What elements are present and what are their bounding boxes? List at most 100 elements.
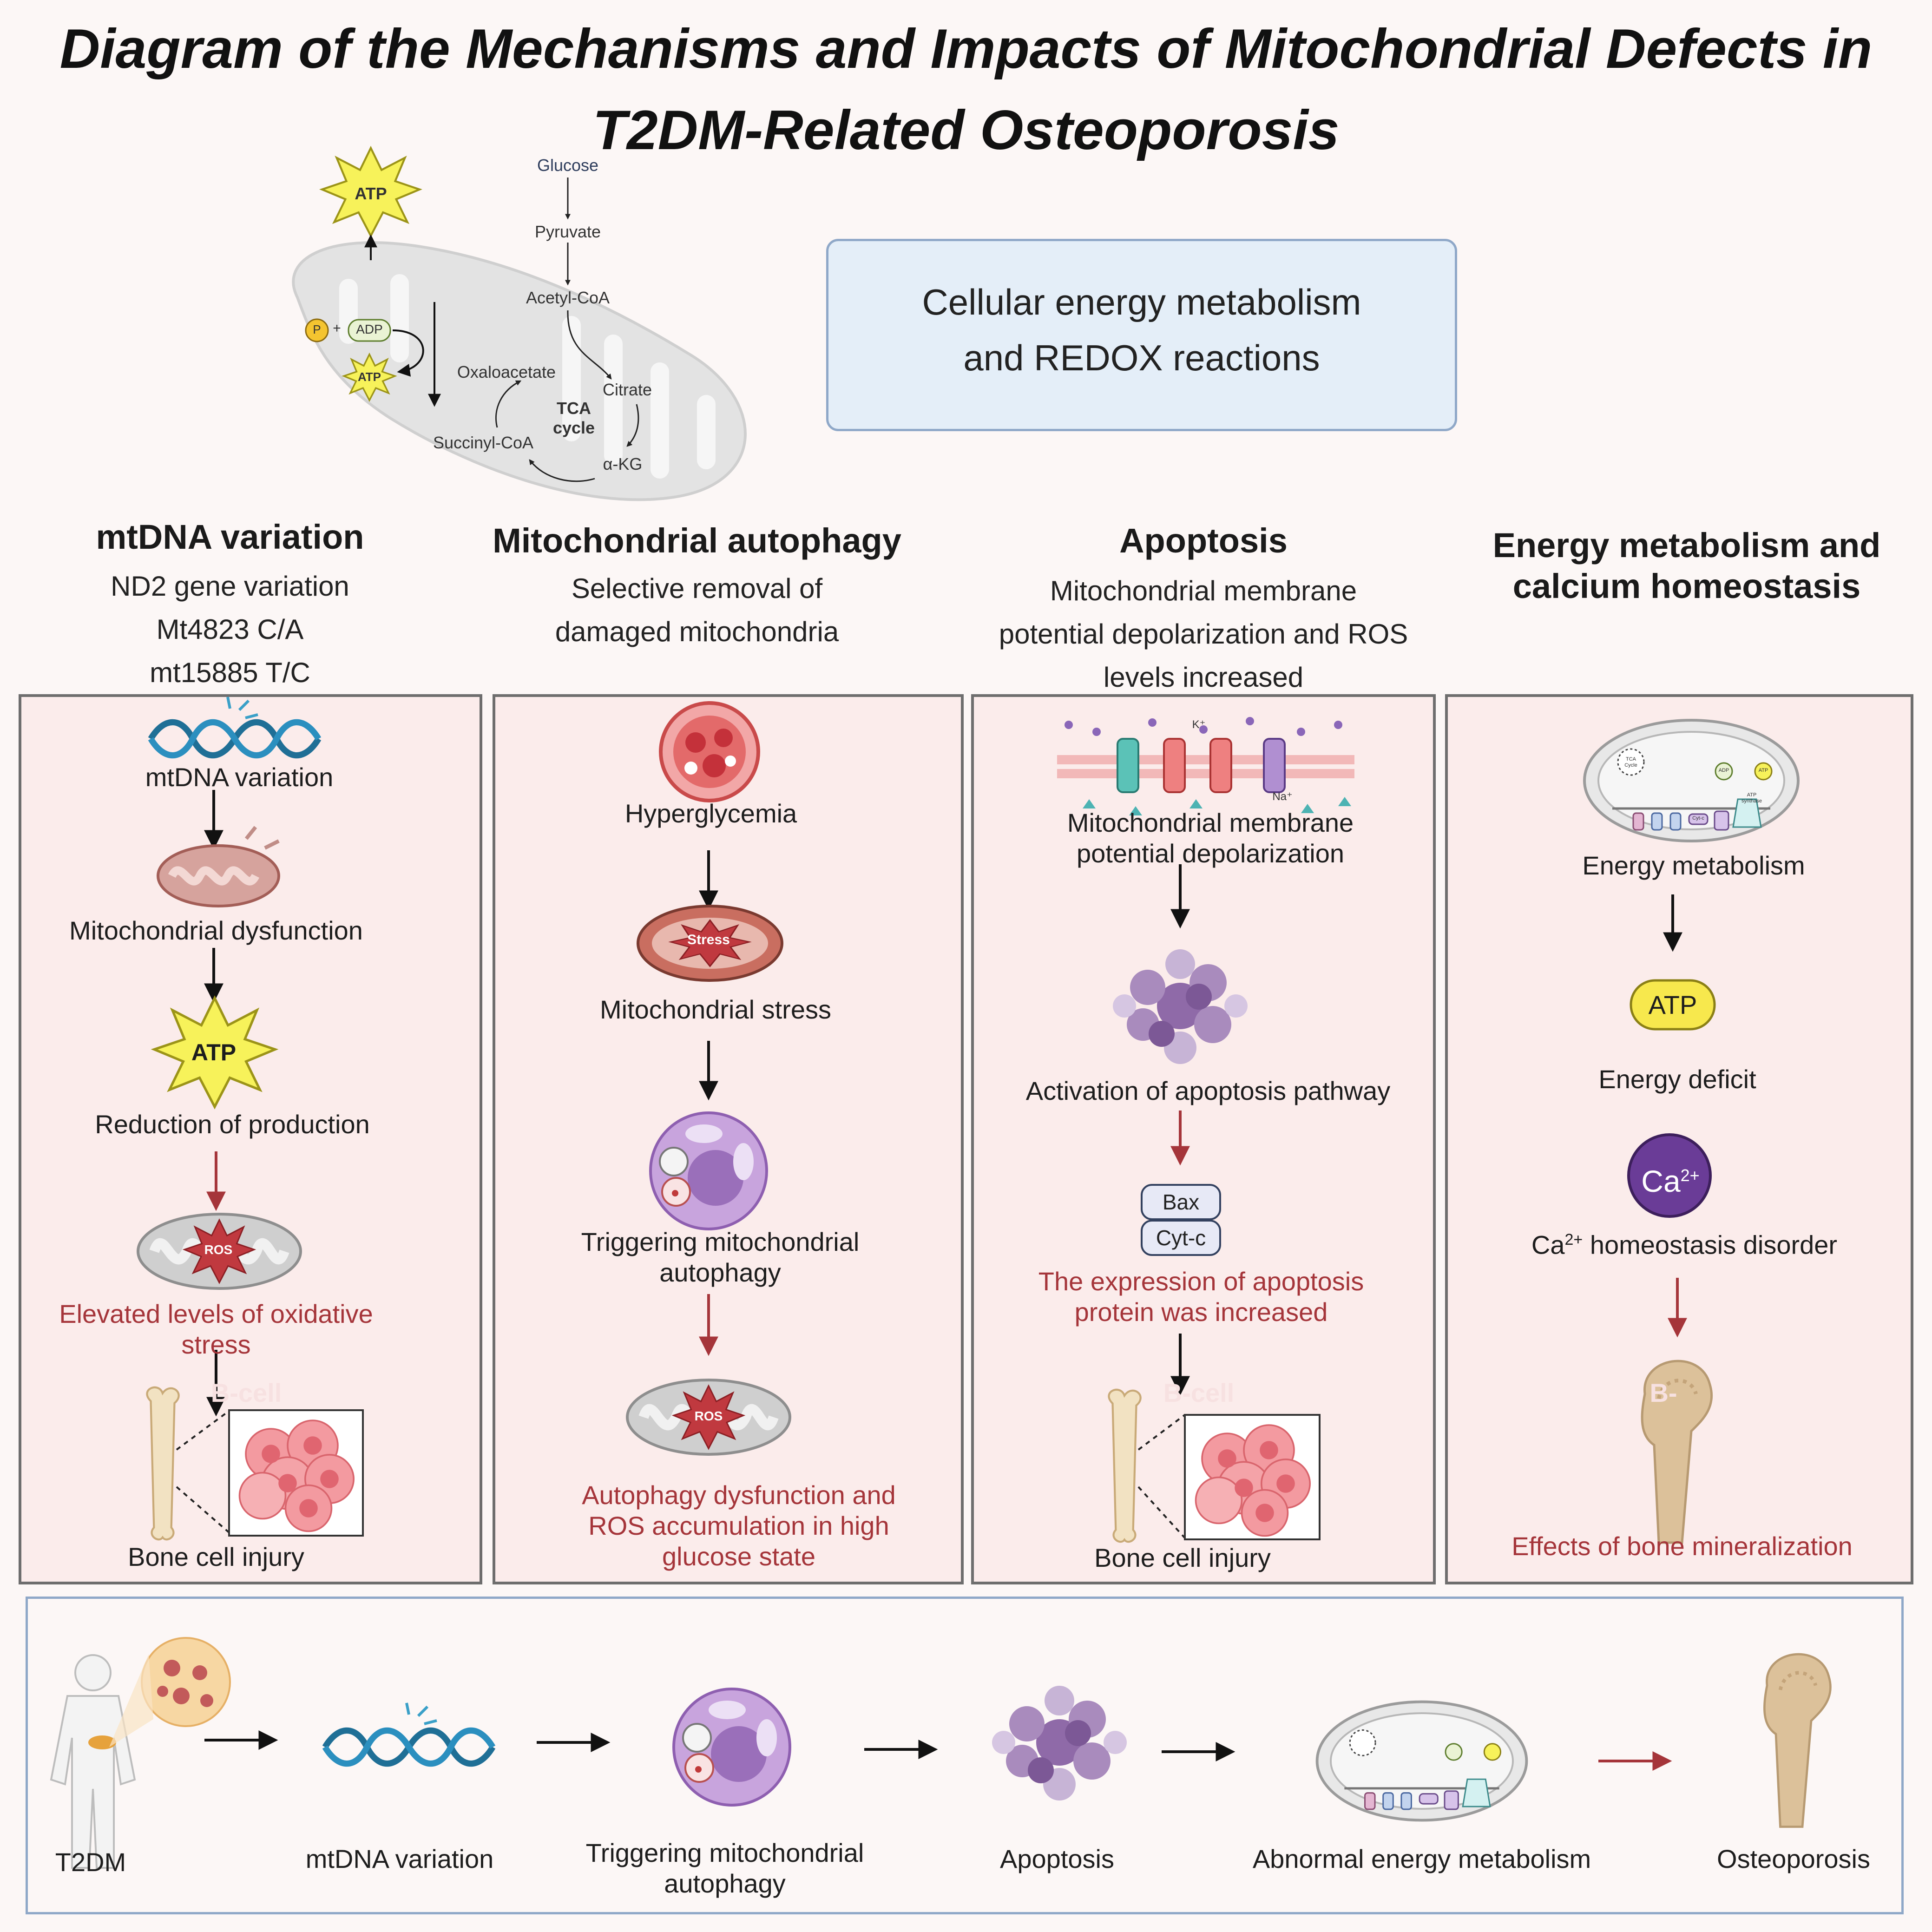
c4-calcium-symbol: Ca2+ (1629, 1157, 1712, 1200)
c1-ros-label: ROS (204, 1242, 233, 1257)
c4-cytc-label: Cyt-c (1692, 815, 1704, 821)
dna-icon (151, 722, 319, 755)
c3-bone-cell-injury: Bone cell injury (1094, 1543, 1271, 1572)
citrate-label: Citrate (602, 380, 652, 399)
autophagy-cell-icon (651, 1113, 767, 1229)
energy-mitochondrion-icon (1584, 720, 1798, 841)
col3-sub-line3: levels increased (1103, 662, 1304, 693)
atp-label-small: ATP (357, 370, 381, 384)
c2-triggering-line2: autophagy (659, 1258, 781, 1287)
col1-sub-line1: ND2 gene variation (111, 571, 349, 602)
c4-ca-homeo-charge: 2+ (1564, 1231, 1583, 1249)
c4-energy-deficit: Energy deficit (1598, 1065, 1756, 1094)
atp-label-top: ATP (355, 184, 387, 203)
c2-ros-label: ROS (694, 1409, 723, 1423)
c3-activation-apoptosis: Activation of apoptosis pathway (1025, 1076, 1391, 1105)
c2-hyperglycemia: Hyperglycemia (624, 799, 797, 828)
tca-label: TCA (557, 399, 591, 418)
c3-membrane-depolarization: Mitochondrial membrane potential depolar… (1004, 808, 1417, 869)
dna-spark-icon (226, 697, 258, 719)
flow-osteoporosis: Osteoporosis (1717, 1844, 1870, 1873)
succinyl-coa-label: Succinyl-CoA (433, 433, 534, 452)
c3-membrane-line2: potential depolarization (1077, 839, 1344, 868)
c2-stress-label: Stress (687, 932, 730, 947)
c3-protein-line2: protein was increased (1074, 1297, 1328, 1327)
c1-bcell-label: B-cell (210, 1378, 282, 1407)
col3-sub-line2: potential depolarization and ROS (999, 618, 1408, 650)
c2-dysfunction-line3: glucose state (662, 1542, 815, 1571)
col2-sub-line1: Selective removal of (571, 573, 823, 604)
flow-t2dm: T2DM (55, 1847, 126, 1877)
c1-reduction: Reduction of production (95, 1110, 370, 1139)
redox-line1: Cellular energy metabolism (922, 282, 1361, 322)
zoom-lines-2 (1137, 1414, 1186, 1539)
autophagy-cell-icon-bottom (674, 1689, 790, 1805)
phosphate-label: P (313, 322, 321, 336)
akg-label: α-KG (603, 454, 643, 473)
c4-ca-homeo-text: homeostasis disorder (1583, 1230, 1838, 1260)
tca-arrow-citrate (626, 404, 639, 447)
glucose-label: Glucose (537, 156, 599, 175)
c4-ca-text: Ca (1641, 1164, 1681, 1198)
c3-bax-badge: Bax (1141, 1184, 1221, 1220)
col1-sub-line2: Mt4823 C/A (156, 614, 304, 645)
tca-arrow-akg (529, 459, 595, 482)
c2-autophagy-dysfunction: Autophagy dysfunction and ROS accumulati… (534, 1480, 943, 1572)
plus-sign: + (333, 321, 341, 336)
c4-bone-mineralization: Effects of bone mineralization (1511, 1531, 1853, 1561)
zoom-cone (109, 1654, 153, 1747)
c1-oxidative-stress: Elevated levels of oxidative stress (42, 1299, 390, 1360)
summary-flow-box (26, 1597, 1904, 1914)
c4-adp-label: ADP (1718, 768, 1729, 773)
human-body-icon (50, 1654, 136, 1869)
c4-atp-label-small: ATP (1758, 768, 1768, 773)
flow-autophagy-line2: autophagy (664, 1869, 786, 1898)
apoptotic-cell-icon (1113, 949, 1248, 1064)
col3-subtext: Mitochondrial membrane potential depolar… (948, 569, 1459, 699)
adp-to-atp-arrow (392, 329, 424, 377)
dna-spark-icon-bottom (405, 1702, 437, 1725)
c3-apoptosis-protein: The expression of apoptosis protein was … (990, 1266, 1413, 1327)
cycle-label: cycle (552, 418, 595, 437)
c4-atp-pill-label: ATP (1648, 990, 1697, 1019)
apoptotic-cell-icon-bottom (992, 1686, 1127, 1801)
col1-subtext: ND2 gene variation Mt4823 C/A mt15885 T/… (19, 565, 441, 694)
flow-autophagy: Triggering mitochondrial autophagy (558, 1838, 892, 1899)
dna-icon-bottom (325, 1730, 493, 1763)
col1-heading: mtDNA variation (96, 518, 364, 556)
stressed-mitochondrion-icon (637, 905, 783, 982)
c1-atp-label: ATP (191, 1039, 237, 1065)
c3-bcell-label: B-cell (1163, 1378, 1235, 1407)
c4-energy-metabolism: Energy metabolism (1582, 851, 1805, 880)
c2-dysfunction-line2: ROS accumulation in high (588, 1511, 889, 1540)
col4-heading: Energy metabolism and calcium homeostasi… (1450, 525, 1924, 607)
c3-potassium-label: K⁺ (1192, 718, 1206, 731)
diagram-title: Diagram of the Mechanisms and Impacts of… (59, 18, 1873, 80)
c4-atp-synthase-label: ATP synthase (1741, 792, 1762, 804)
flow-autophagy-line1: Triggering mitochondrial (585, 1838, 864, 1867)
phosphate-icon (305, 318, 329, 342)
atp-pill-icon (1630, 979, 1716, 1031)
flow-apoptosis: Apoptosis (1000, 1844, 1114, 1873)
c4-ca-homeostasis: Ca2+ homeostasis disorder (1478, 1224, 1891, 1261)
c2-mito-stress: Mitochondrial stress (600, 995, 831, 1024)
col4-heading-line1: Energy metabolism and (1492, 526, 1881, 565)
redox-text: Cellular energy metabolism and REDOX rea… (826, 274, 1457, 386)
c1-mtdna-variation: mtDNA variation (145, 762, 334, 792)
c2-triggering: Triggering mitochondrial autophagy (534, 1227, 906, 1288)
c4-b-label: B- (1649, 1378, 1677, 1407)
acetyl-coa-label: Acetyl-CoA (526, 288, 610, 307)
energy-mitochondrion-icon-bottom (1317, 1702, 1527, 1820)
c3-sodium-label: Na⁺ (1272, 790, 1293, 803)
c2-dysfunction-line1: Autophagy dysfunction and (582, 1480, 896, 1510)
bone-icon-2 (1109, 1390, 1140, 1542)
oxaloacetate-label: Oxaloacetate (457, 362, 556, 381)
col2-subtext: Selective removal of damaged mitochondri… (465, 567, 929, 653)
col3-sub-line1: Mitochondrial membrane (1050, 575, 1357, 606)
col2-heading: Mitochondrial autophagy (493, 521, 901, 560)
c4-tca-label: TCA Cycle (1624, 756, 1637, 768)
adipose-tissue-icon (141, 1637, 231, 1727)
membrane-channel-icon (1057, 717, 1354, 815)
acetylcoa-arrow (567, 310, 612, 380)
